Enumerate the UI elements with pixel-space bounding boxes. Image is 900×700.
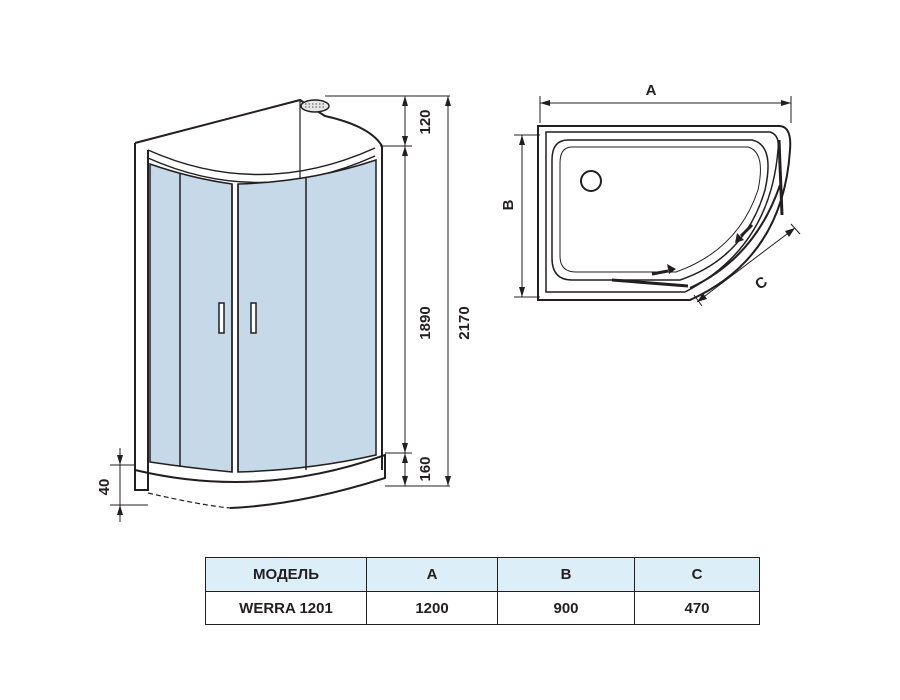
header-c: C [634,557,760,592]
dim-a-label: A [646,82,657,99]
cabin-top-frame [134,98,383,470]
dim-base-height: 160 [417,456,434,481]
dim-tray-lines [110,448,148,522]
sliding-door-panel [689,184,781,289]
door-handle-left [218,302,225,334]
cell-a: 1200 [366,591,498,625]
header-model: МОДЕЛЬ [205,557,367,592]
sliding-door-track [611,278,689,288]
tray-outline-outer [537,125,792,301]
dim-b-line [514,134,540,298]
dim-c-line [693,223,801,307]
door-arrow-left-icon [739,223,754,238]
door-post [777,139,784,216]
spec-table-header: МОДЕЛЬ A B C [205,557,760,592]
header-b: B [497,557,635,592]
cabin-tray [134,453,386,509]
door-arrow-left-head [735,233,744,243]
drain-icon [580,170,602,192]
header-a: A [366,557,498,592]
door-arrow-right-head [667,264,676,274]
dim-tray-height: 40 [96,479,113,496]
spec-table: МОДЕЛЬ A B C WERRA 1201 1200 900 470 [205,557,760,625]
dim-c-label: C [752,273,771,293]
door-arrow-right-icon [651,269,669,276]
cell-c: 470 [634,591,760,625]
dim-b-label: B [500,199,517,210]
dim-top-height: 120 [417,109,434,134]
dim-arrows [402,96,451,486]
cabin-left-post [134,143,149,491]
tray-basin-inner [559,146,761,273]
side-view: 120 1890 160 2170 40 [96,95,473,522]
tray-outline-inner [545,131,780,293]
dim-a-line [539,96,792,123]
cabin-tray-base [147,492,231,509]
cell-b: 900 [497,591,635,625]
cabin-inner-arch [147,147,376,176]
door-handle-right [250,302,257,334]
dim-extension-lines [325,95,450,487]
plan-view: A B C [500,82,801,307]
shower-head-icon [300,99,330,113]
glass-panel-right [237,158,377,473]
cell-model: WERRA 1201 [205,591,367,625]
glass-divider-center [231,184,239,472]
tray-basin [551,139,769,281]
dim-total-height: 2170 [456,306,473,339]
table-row: WERRA 1201 1200 900 470 [205,591,760,625]
dim-glass-height: 1890 [417,306,434,339]
